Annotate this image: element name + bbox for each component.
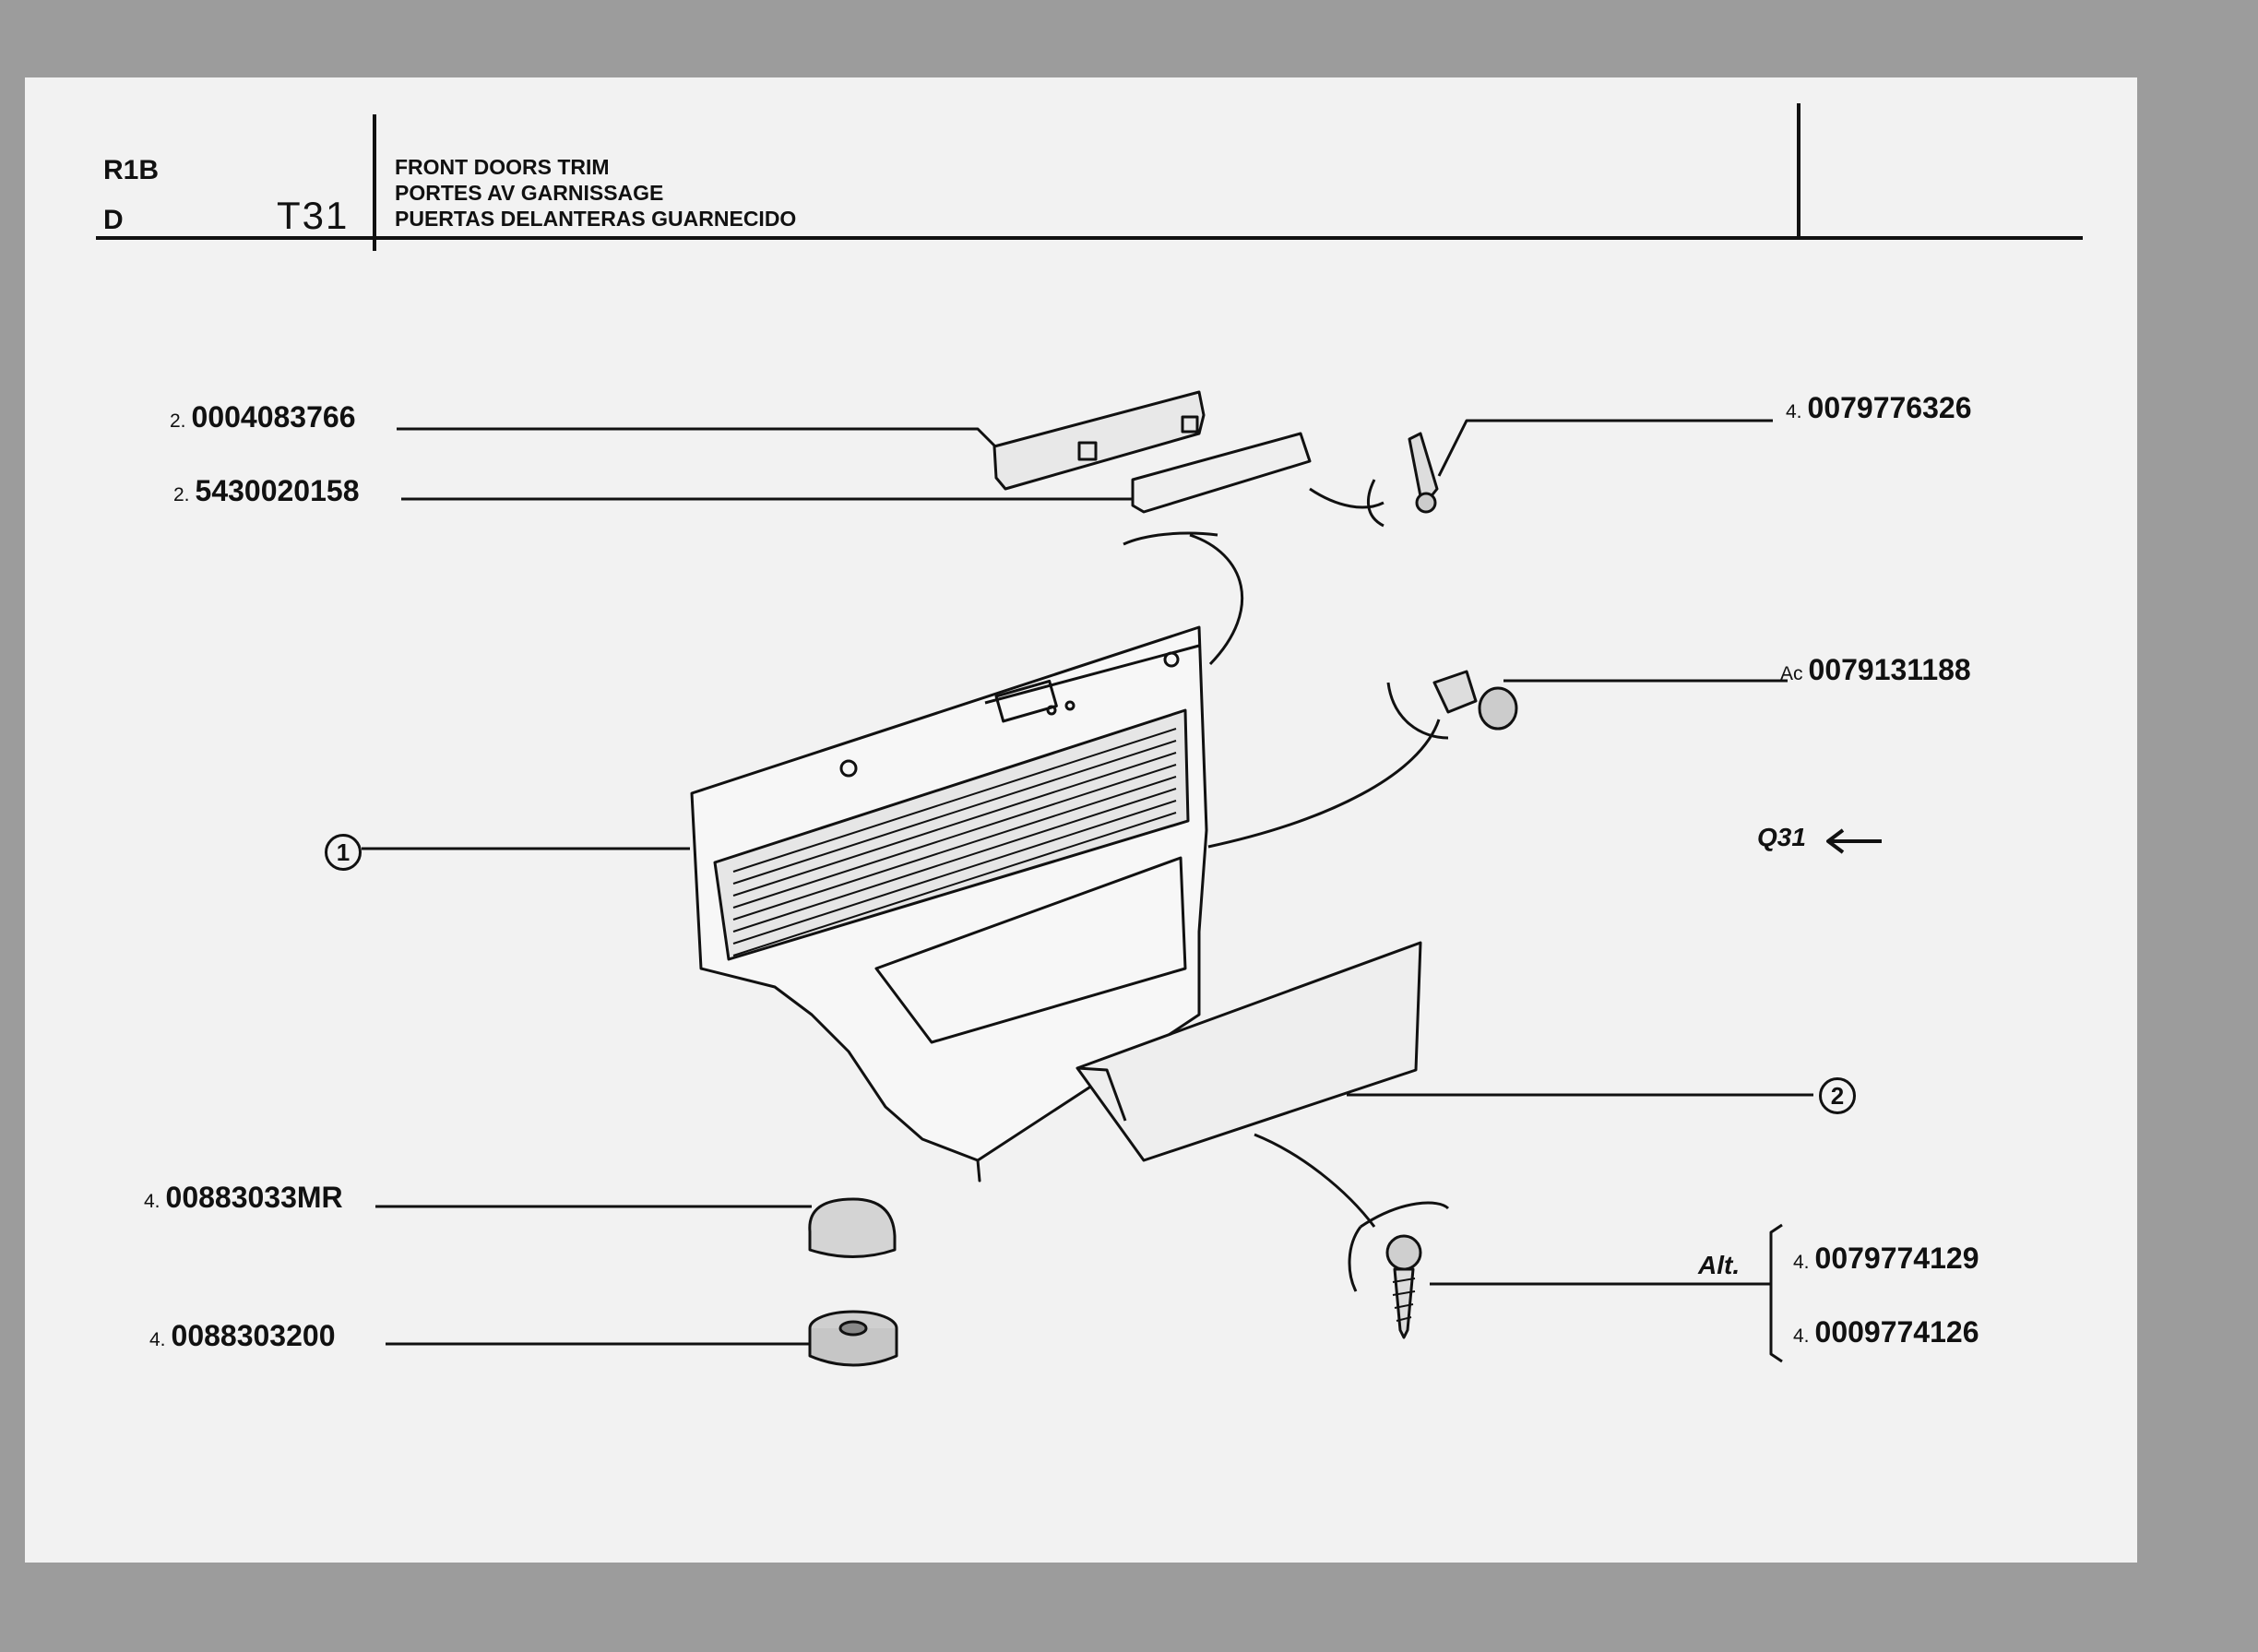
part-label: 4.0009774126 [1793, 1315, 1979, 1349]
part-label: 4.0079776326 [1786, 391, 1972, 424]
callout-1: 1 [325, 834, 362, 871]
title-spanish: PUERTAS DELANTERAS GUARNECIDO [395, 207, 797, 231]
window-switch-recess [994, 679, 1058, 723]
part-label: 4.0079774129 [1793, 1242, 1979, 1275]
cross-reference: Q31 [1757, 823, 1806, 851]
armrest-pad [1131, 432, 1312, 514]
screw [1408, 432, 1439, 500]
title-english: FRONT DOORS TRIM [395, 155, 610, 179]
lower-panel-recess [874, 856, 1187, 1044]
part-label: 2.5430020158 [173, 474, 360, 507]
header-rule [96, 236, 2083, 240]
header-divider-left [373, 114, 376, 251]
variant-code: D [103, 205, 124, 235]
title-french: PORTES AV GARNISSAGE [395, 181, 664, 205]
part-label: 4.00883033MR [144, 1181, 343, 1214]
part-label: 2.0004083766 [170, 400, 356, 434]
header-divider-right [1797, 103, 1800, 240]
door-pocket [1076, 941, 1422, 1162]
speaker-grille [713, 708, 1190, 961]
plate-number: T31 [277, 194, 350, 237]
armrest-base [992, 390, 1206, 491]
alternative-label: Alt. [1698, 1251, 1741, 1279]
part-label: 4.0088303200 [149, 1319, 336, 1352]
reference-arrow [1826, 828, 1882, 854]
plug-cap [808, 1197, 897, 1258]
clip [1432, 670, 1478, 714]
callout-2: 2 [1819, 1077, 1856, 1114]
leader-line [1437, 419, 1773, 477]
tapping-screw [1385, 1234, 1422, 1271]
alt-bracket [1769, 1223, 1783, 1363]
leader-line [397, 427, 1007, 458]
model-code: R1B [103, 155, 160, 185]
